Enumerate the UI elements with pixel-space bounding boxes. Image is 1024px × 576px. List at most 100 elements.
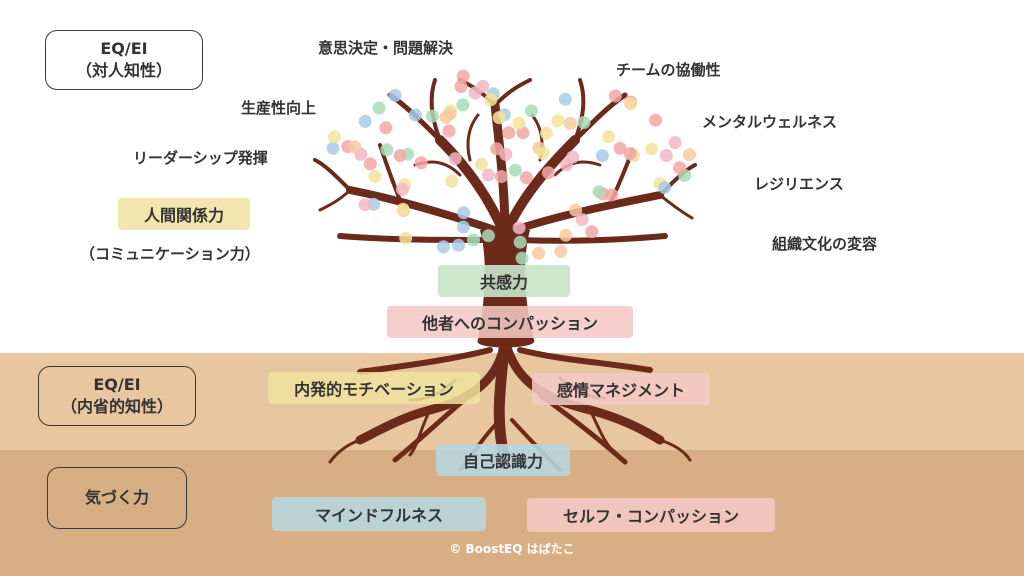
intrapersonal-label: （内省的知性） [60, 397, 173, 416]
leaf-dot [519, 171, 533, 185]
leaf-dot [540, 126, 553, 140]
leaf-dot [659, 149, 673, 162]
leaf-dot [513, 235, 527, 249]
leaf-dot [492, 111, 506, 125]
leaf-dot [368, 170, 382, 183]
leaf-dot [445, 174, 459, 188]
copyright-notice: © BoostEQ はぱたこ [449, 542, 575, 556]
leaf-dot [658, 181, 672, 195]
leaf-dot [532, 246, 546, 260]
leaf-dot [524, 104, 538, 118]
leaf-dot [467, 233, 480, 247]
leaf-dot [393, 149, 407, 163]
leaf-dot [442, 124, 456, 138]
leaf-dot [569, 203, 583, 217]
leaf-dot [559, 228, 573, 242]
skill-self-awareness: 自己認識力 [436, 444, 570, 476]
leaf-dot [516, 126, 530, 140]
awareness-box: 気づく力 [47, 467, 187, 529]
leaf-dot [358, 198, 372, 212]
leaf-dot [608, 89, 622, 103]
leaf-dot [536, 147, 550, 160]
leaf-dot [602, 130, 616, 144]
outcome-resilience: レジリエンス [754, 175, 844, 193]
leaf-dot [475, 157, 488, 171]
skill-emotion-management: 感情マネジメント [532, 373, 710, 405]
leaf-dot [645, 142, 659, 156]
leaf-dot [399, 231, 413, 245]
leaf-dot [456, 98, 470, 112]
leaf-dot [558, 92, 572, 106]
leaf-dot [512, 221, 526, 235]
outcome-culture: 組織文化の変容 [772, 235, 878, 253]
leaf-dot [439, 110, 453, 124]
leaf-dot [502, 126, 516, 140]
leaf-dot [425, 109, 439, 123]
leaf-dot [585, 225, 599, 239]
leaf-dot [388, 89, 402, 102]
leaf-dot [326, 141, 340, 155]
leaf-dot [494, 170, 508, 184]
skill-compassion: 他者へのコンパッション [387, 306, 633, 338]
leaf-dot [327, 130, 341, 144]
leaf-dot [348, 140, 362, 154]
leaf-dot [481, 229, 495, 243]
leaf-dot [395, 182, 409, 196]
outcome-relationships: 人間関係力 [118, 198, 250, 230]
outcome-leadership: リーダーシップ発揮 [133, 149, 268, 167]
leaf-dot [436, 240, 450, 254]
leaf-dot [577, 116, 591, 129]
awareness-label: 気づく力 [84, 488, 149, 507]
leaf-dot [613, 141, 627, 155]
outcome-wellness: メンタルウェルネス [702, 113, 838, 131]
interpersonal-label: （対人知性） [75, 61, 172, 80]
leaf-dot [456, 220, 470, 234]
leaf-dot [623, 147, 637, 161]
leaf-dot [363, 157, 377, 171]
leaf-dot [457, 206, 471, 220]
leaf-dot [448, 152, 462, 166]
leaf-dot [515, 251, 529, 265]
leaf-dot [575, 213, 589, 227]
leaf-dot [396, 202, 410, 216]
tree-leaves [326, 69, 696, 265]
leaf-dot [481, 168, 495, 182]
outcome-decision: 意思決定・問題解決 [318, 39, 454, 57]
leaf-dot [452, 238, 466, 252]
eq-label: EQ/EI [100, 39, 148, 58]
outcome-teamwork: チームの協働性 [616, 61, 721, 79]
leaf-dot [476, 79, 490, 93]
leaf-dot [668, 136, 682, 150]
leaf-dot [595, 149, 609, 163]
leaf-dot [563, 116, 577, 130]
practice-self-compassion: セルフ・コンパッション [527, 498, 775, 532]
leaf-dot [414, 156, 428, 170]
eq-label: EQ/EI [93, 375, 141, 394]
leaf-dot [551, 114, 565, 128]
leaf-dot [649, 113, 663, 127]
leaf-dot [554, 245, 568, 258]
leaf-dot [454, 80, 468, 93]
leaf-dot [512, 116, 526, 130]
leaf-dot [372, 101, 386, 115]
leaf-dot [358, 114, 372, 128]
practice-mindfulness: マインドフルネス [272, 497, 486, 531]
leaf-dot [456, 69, 470, 83]
leaf-dot [683, 148, 696, 162]
leaf-dot [508, 163, 522, 177]
leaf-dot [408, 108, 422, 122]
leaf-dot [624, 97, 637, 111]
leaf-dot [566, 150, 580, 164]
eq-interpersonal-box: EQ/EI （対人知性） [45, 30, 203, 90]
leaf-dot [380, 143, 394, 157]
eq-intrapersonal-box: EQ/EI （内省的知性） [38, 366, 196, 426]
leaf-dot [673, 161, 687, 175]
leaf-dot [499, 147, 513, 161]
skill-intrinsic-motivation: 内発的モチベーション [268, 372, 480, 404]
outcome-communication: （コミュニケーション力） [80, 245, 260, 263]
leaf-dot [379, 121, 393, 135]
leaf-dot [592, 185, 606, 199]
leaf-dot [541, 166, 555, 180]
leaf-dot [484, 93, 498, 107]
skill-empathy: 共感力 [438, 265, 570, 297]
